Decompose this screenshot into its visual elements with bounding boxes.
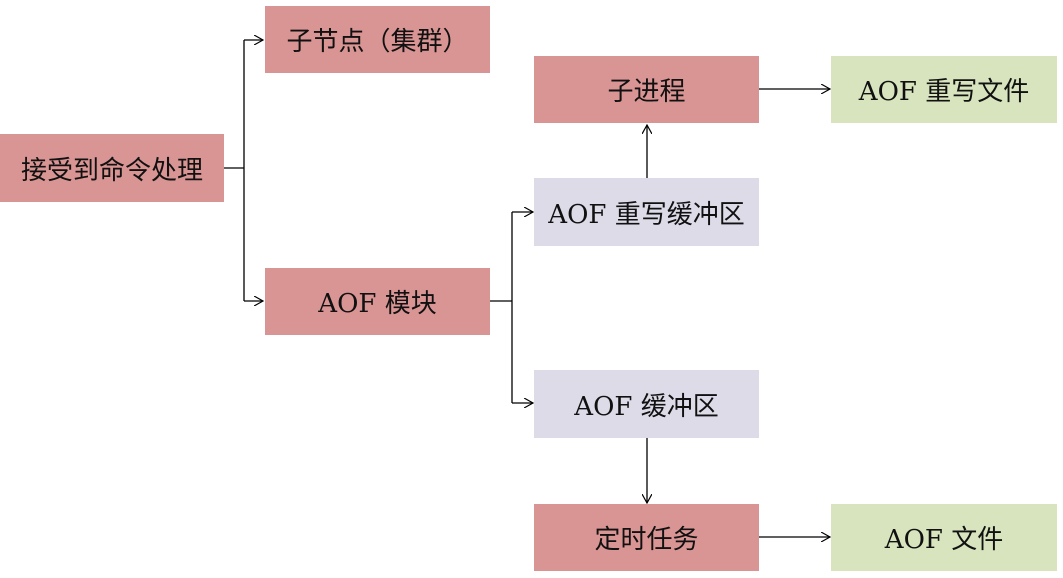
- node-aof-buffer: AOF 缓冲区: [534, 370, 759, 438]
- node-child-node-cluster: 子节点（集群）: [265, 6, 490, 73]
- node-aof-rewrite-buffer: AOF 重写缓冲区: [534, 178, 759, 246]
- node-aof-rewrite-file: AOF 重写文件: [831, 56, 1057, 123]
- node-aof-module: AOF 模块: [265, 268, 490, 335]
- node-child-process: 子进程: [534, 56, 759, 123]
- node-aof-file: AOF 文件: [831, 504, 1057, 571]
- node-receive-command: 接受到命令处理: [0, 134, 224, 202]
- node-timer-task: 定时任务: [534, 504, 759, 571]
